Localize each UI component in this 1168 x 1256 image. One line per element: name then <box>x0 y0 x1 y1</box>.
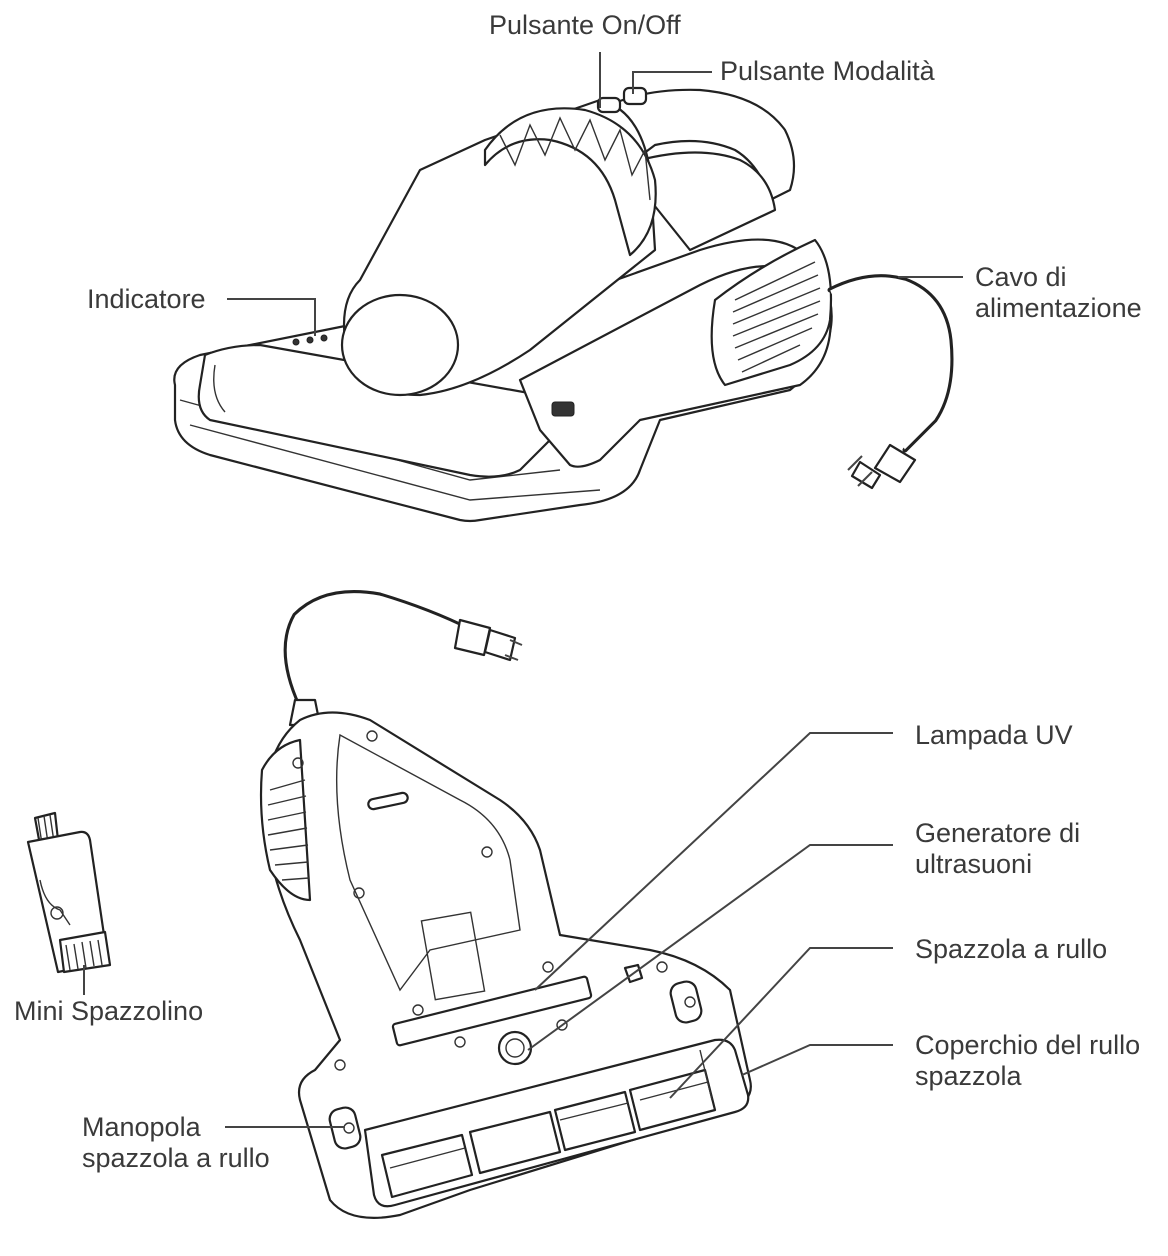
label-ultra-line1: Generatore di <box>915 818 1081 848</box>
label-roller-text: Spazzola a rullo <box>915 934 1108 964</box>
indicator-lights <box>292 334 328 346</box>
roller-knob-right <box>669 980 703 1024</box>
label-on-off-text: Pulsante On/Off <box>489 10 681 40</box>
label-cable-line1: Cavo di <box>975 262 1067 292</box>
top-logo-mark <box>551 401 575 417</box>
bottom-view <box>259 590 752 1219</box>
leader-lines <box>83 52 963 1128</box>
ultrasonic-generator <box>497 1030 533 1066</box>
label-ultrasonic-generator: Generatore di ultrasuoni <box>915 818 1080 880</box>
bottom-side-vent <box>259 738 312 902</box>
label-knob-line2: spazzola a rullo <box>82 1143 270 1173</box>
label-on-off-button: Pulsante On/Off <box>489 10 681 41</box>
label-roller-knob: Manopola spazzola a rullo <box>82 1112 270 1174</box>
label-mini-brush: Mini Spazzolino <box>14 996 203 1027</box>
label-cable-line2: alimentazione <box>975 293 1142 323</box>
bottom-power-plug <box>453 618 523 662</box>
label-cover-line1: Coperchio del rullo <box>915 1030 1141 1060</box>
label-mode-text: Pulsante Modalità <box>720 56 935 86</box>
side-vent-grill <box>710 238 833 387</box>
label-uv-text: Lampada UV <box>915 720 1073 750</box>
label-power-cable: Cavo di alimentazione <box>975 262 1142 324</box>
top-power-plug <box>847 443 917 490</box>
label-indicator-text: Indicatore <box>87 284 206 314</box>
top-roller-block <box>197 343 562 478</box>
label-uv-lamp: Lampada UV <box>915 720 1073 751</box>
cup-end <box>340 293 460 397</box>
label-roller-cover: Coperchio del rullo spazzola <box>915 1030 1140 1092</box>
top-handle <box>598 88 796 202</box>
label-cover-line2: spazzola <box>915 1061 1022 1091</box>
top-view <box>173 86 954 523</box>
label-ultra-line2: ultrasuoni <box>915 849 1033 879</box>
label-mini-brush-text: Mini Spazzolino <box>14 996 204 1026</box>
label-mode-button: Pulsante Modalità <box>720 56 935 87</box>
label-roller-brush: Spazzola a rullo <box>915 934 1107 965</box>
cup-ring-pattern <box>499 116 651 201</box>
on-off-button <box>596 96 622 114</box>
label-indicator: Indicatore <box>87 284 206 315</box>
label-knob-line1: Manopola <box>82 1112 201 1142</box>
mini-brush-illustration <box>26 811 112 974</box>
screws <box>292 730 668 1071</box>
uv-lamp <box>391 975 593 1047</box>
roller-brush <box>380 1049 717 1199</box>
mode-button <box>622 86 648 106</box>
